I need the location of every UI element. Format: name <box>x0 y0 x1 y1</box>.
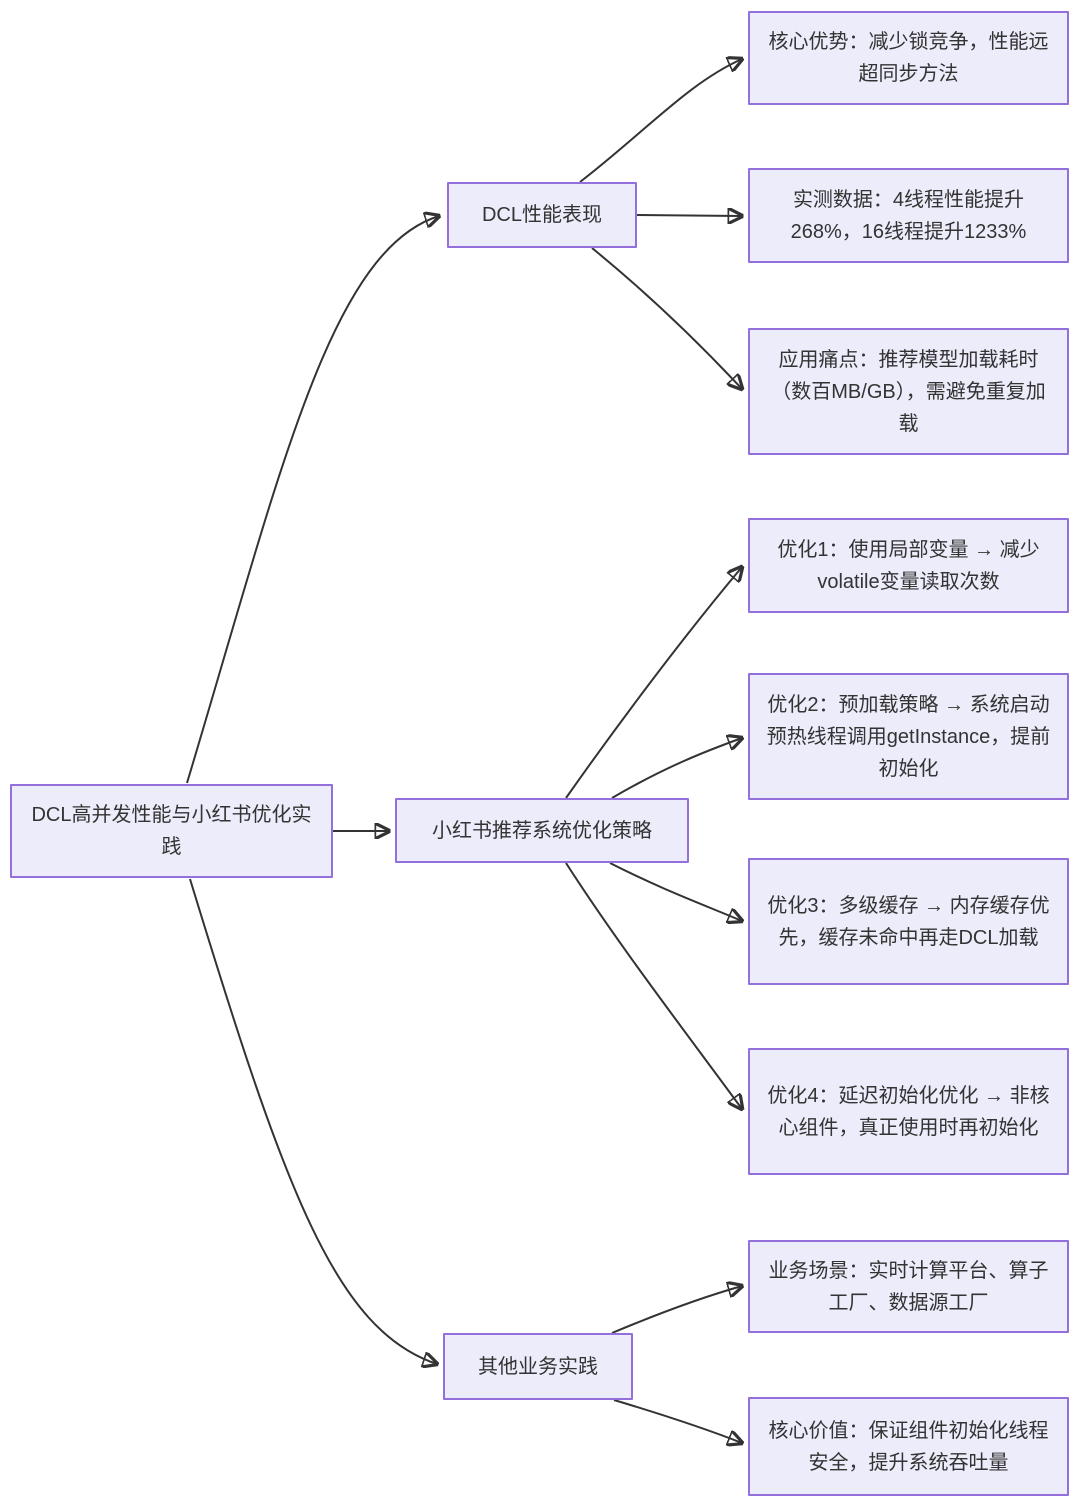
leaf-opt4-lazy-init: 优化4：延迟初始化优化 → 非核心组件，真正使用时再初始化 <box>748 1048 1069 1175</box>
node-dcl-performance: DCL性能表现 <box>447 182 637 248</box>
leaf-pain-point-label: 应用痛点：推荐模型加载耗时（数百MB/GB），需避免重复加载 <box>771 348 1046 435</box>
node-xhs-strategy: 小红书推荐系统优化策略 <box>395 798 689 863</box>
edge-strategy-to-opt3 <box>609 862 742 921</box>
node-dcl-performance-label: DCL性能表现 <box>481 204 602 226</box>
edge-dcl-to-measured-data <box>636 215 742 216</box>
edge-strategy-to-opt1 <box>565 567 742 799</box>
leaf-core-value-label: 核心价值：保证组件初始化线程安全，提升系统吞吐量 <box>768 1419 1049 1474</box>
leaf-biz-scene: 业务场景：实时计算平台、算子工厂、数据源工厂 <box>748 1240 1069 1333</box>
node-root: DCL高并发性能与小红书优化实践 <box>10 784 333 878</box>
leaf-opt2-label: 优化2：预加载策略 → 系统启动预热线程调用getInstance，提前初始化 <box>766 693 1051 780</box>
leaf-opt3-multilevel-cache: 优化3：多级缓存 → 内存缓存优先，缓存未命中再走DCL加载 <box>748 858 1069 985</box>
node-xhs-strategy-label: 小红书推荐系统优化策略 <box>432 819 652 842</box>
edge-root-to-other-practice <box>189 878 437 1364</box>
leaf-opt2-preload: 优化2：预加载策略 → 系统启动预热线程调用getInstance，提前初始化 <box>748 673 1069 800</box>
edge-strategy-to-opt2 <box>611 738 742 799</box>
leaf-measured-data: 实测数据：4线程性能提升268%，16线程提升1233% <box>748 168 1069 263</box>
edge-dcl-to-core-advantage <box>579 59 742 183</box>
leaf-opt1-local-variable: 优化1：使用局部变量 → 减少volatile变量读取次数 <box>748 518 1069 613</box>
edge-root-to-dcl-performance <box>186 216 439 784</box>
leaf-core-value: 核心价值：保证组件初始化线程安全，提升系统吞吐量 <box>748 1397 1069 1496</box>
edge-dcl-to-pain-point <box>591 247 742 389</box>
node-other-practice: 其他业务实践 <box>443 1333 633 1400</box>
leaf-measured-data-label: 实测数据：4线程性能提升268%，16线程提升1233% <box>790 188 1027 243</box>
edge-strategy-to-opt4 <box>565 862 742 1109</box>
leaf-pain-point: 应用痛点：推荐模型加载耗时（数百MB/GB），需避免重复加载 <box>748 328 1069 455</box>
edge-other-to-core-value <box>613 1399 742 1443</box>
node-other-practice-label: 其他业务实践 <box>478 1355 598 1378</box>
leaf-opt4-label: 优化4：延迟初始化优化 → 非核心组件，真正使用时再初始化 <box>767 1084 1050 1139</box>
leaf-core-advantage: 核心优势：减少锁竞争，性能远超同步方法 <box>748 11 1069 105</box>
leaf-opt3-label: 优化3：多级缓存 → 内存缓存优先，缓存未命中再走DCL加载 <box>767 894 1050 949</box>
node-root-label: DCL高并发性能与小红书优化实践 <box>31 804 312 858</box>
leaf-core-advantage-label: 核心优势：减少锁竞争，性能远超同步方法 <box>768 31 1049 85</box>
leaf-biz-scene-label: 业务场景：实时计算平台、算子工厂、数据源工厂 <box>768 1259 1049 1314</box>
leaf-opt1-label: 优化1：使用局部变量 → 减少volatile变量读取次数 <box>777 538 1040 593</box>
edge-other-to-biz-scene <box>611 1286 742 1334</box>
